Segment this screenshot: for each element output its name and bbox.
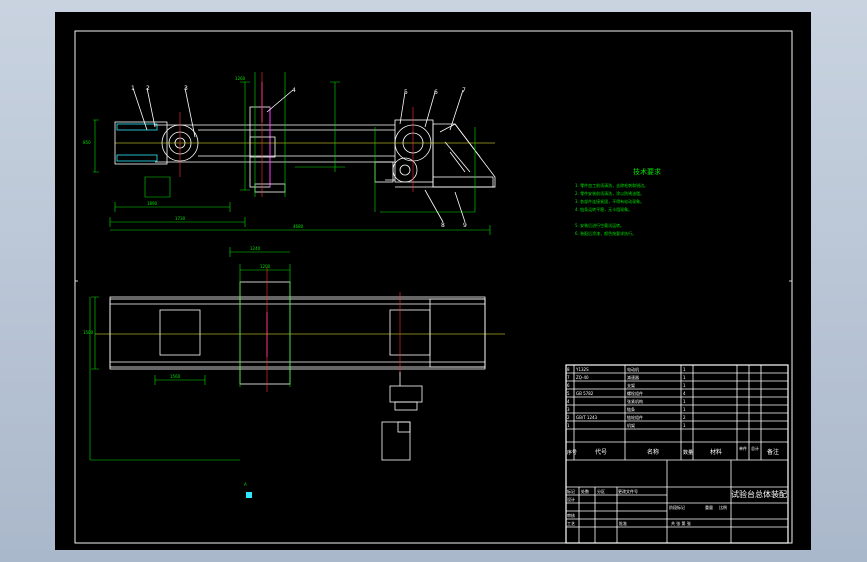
svg-text:处数: 处数: [581, 488, 589, 494]
svg-text:分区: 分区: [597, 488, 605, 494]
svg-text:2: 2: [146, 85, 150, 92]
callout-labels: 1 2 3 4 5 6 7 8 9: [131, 85, 467, 229]
svg-text:Y132S: Y132S: [575, 367, 589, 372]
svg-text:1730: 1730: [175, 216, 186, 221]
svg-text:1560: 1560: [170, 374, 181, 379]
svg-text:850: 850: [83, 140, 91, 145]
svg-text:2: 2: [567, 415, 570, 420]
svg-text:1500: 1500: [83, 330, 94, 335]
svg-text:工艺: 工艺: [567, 521, 575, 526]
svg-text:数量: 数量: [683, 449, 693, 456]
svg-text:GB/T 1243: GB/T 1243: [576, 415, 598, 420]
svg-text:减速器: 减速器: [627, 374, 639, 380]
svg-text:1: 1: [131, 85, 135, 92]
drawing-sheet: 1 2 3 4 5 6 7 8 9 1890 1730 4680 850 126…: [55, 12, 811, 550]
ucs-marker: A: [244, 482, 252, 498]
svg-text:4: 4: [292, 87, 296, 94]
svg-text:3. 各部件连接紧固，不得有松动现象。: 3. 各部件连接紧固，不得有松动现象。: [575, 198, 644, 204]
svg-text:4: 4: [567, 399, 570, 404]
svg-text:1. 零件加工前须清洗，去除毛刺和锐边。: 1. 零件加工前须清洗，去除毛刺和锐边。: [575, 182, 648, 188]
svg-text:5. 安装后进行空载试运转。: 5. 安装后进行空载试运转。: [575, 222, 624, 228]
svg-text:8: 8: [567, 367, 570, 372]
svg-text:4680: 4680: [293, 224, 304, 229]
svg-text:1: 1: [567, 423, 570, 428]
svg-text:1: 1: [683, 383, 686, 388]
bom-table: 8 Y132S 电动机 1 7 ZQ-40 减速器 1 6 支架 1 5 GB …: [565, 364, 789, 544]
svg-text:GB 5782: GB 5782: [576, 391, 594, 396]
svg-text:9: 9: [463, 222, 467, 229]
svg-text:材料: 材料: [710, 448, 722, 456]
svg-text:4. 链条运转平稳，无卡阻现象。: 4. 链条运转平稳，无卡阻现象。: [575, 206, 632, 212]
svg-text:8: 8: [441, 222, 445, 229]
svg-text:设计: 设计: [567, 496, 575, 502]
svg-text:比例: 比例: [719, 504, 727, 510]
svg-text:重量: 重量: [705, 504, 713, 510]
svg-text:总计: 总计: [751, 445, 759, 451]
svg-text:2: 2: [683, 415, 686, 420]
svg-text:标记: 标记: [567, 488, 575, 494]
svg-text:支架: 支架: [627, 382, 635, 388]
technical-requirements: 技术要求 1. 零件加工前须清洗，去除毛刺和锐边。 2. 零件安装前须清洗，涂以…: [575, 167, 661, 236]
svg-text:1: 1: [683, 375, 686, 380]
svg-text:7: 7: [462, 87, 466, 94]
outer-frame: [74, 30, 793, 544]
svg-text:单件: 单件: [739, 445, 747, 451]
svg-text:序号: 序号: [567, 449, 577, 456]
svg-text:共 张 第 张: 共 张 第 张: [671, 520, 691, 526]
svg-text:1: 1: [683, 407, 686, 412]
svg-text:备注: 备注: [767, 448, 779, 456]
svg-text:电动机: 电动机: [627, 366, 639, 372]
svg-text:张紧机构: 张紧机构: [627, 398, 643, 404]
svg-text:ZQ-40: ZQ-40: [576, 375, 589, 380]
svg-text:技术要求: 技术要求: [633, 167, 661, 176]
svg-text:5: 5: [567, 391, 570, 396]
drawing-title: 试验台总体装配: [731, 489, 787, 499]
svg-text:链条: 链条: [627, 406, 635, 412]
svg-text:1200: 1200: [260, 264, 271, 269]
svg-text:7: 7: [567, 375, 570, 380]
svg-text:1890: 1890: [147, 201, 158, 206]
svg-text:1: 1: [683, 423, 686, 428]
svg-text:代号: 代号: [595, 448, 607, 456]
svg-text:审核: 审核: [567, 512, 575, 518]
svg-text:4: 4: [683, 391, 686, 396]
inner-frame: [74, 30, 793, 544]
svg-text:批准: 批准: [619, 520, 627, 526]
svg-text:名称: 名称: [647, 448, 659, 456]
svg-text:更改文件号: 更改文件号: [618, 488, 638, 494]
svg-text:3: 3: [567, 407, 570, 412]
svg-text:6. 装配后涂漆，颜色按要求执行。: 6. 装配后涂漆，颜色按要求执行。: [575, 230, 636, 236]
elevation-view: [93, 72, 496, 235]
svg-text:5: 5: [404, 89, 408, 96]
svg-text:链轮组件: 链轮组件: [627, 414, 643, 420]
plan-view: [89, 247, 505, 461]
svg-text:A: A: [244, 482, 247, 487]
svg-text:1240: 1240: [250, 246, 261, 251]
svg-text:6: 6: [567, 383, 570, 388]
svg-text:螺栓组件: 螺栓组件: [627, 390, 643, 396]
title-block: 标记 处数 分区 更改文件号 设计 审核 工艺 批准 阶段标记 重量 比例 共 …: [566, 460, 788, 543]
svg-text:1: 1: [683, 367, 686, 372]
svg-text:机架: 机架: [627, 422, 635, 428]
svg-text:阶段标记: 阶段标记: [669, 504, 685, 510]
svg-text:3: 3: [184, 85, 188, 92]
svg-text:6: 6: [434, 89, 438, 96]
svg-text:1: 1: [683, 399, 686, 404]
svg-text:1260: 1260: [235, 76, 246, 81]
svg-text:2. 零件安装前须清洗，涂以防锈油脂。: 2. 零件安装前须清洗，涂以防锈油脂。: [575, 190, 644, 196]
elevation-dimensions: 1890 1730 4680 850 1260: [83, 76, 304, 229]
plan-dimensions: 1200 1500 1560 1240: [83, 246, 271, 379]
